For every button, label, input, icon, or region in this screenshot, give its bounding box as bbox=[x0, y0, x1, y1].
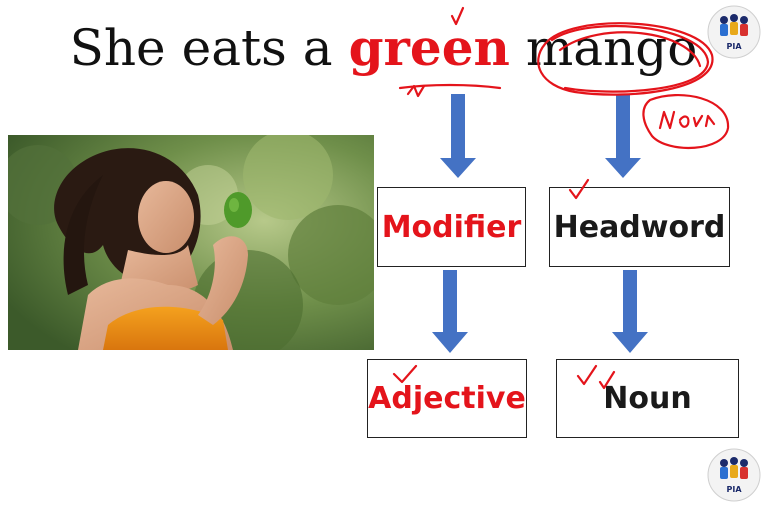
logo-text-top: PIA bbox=[726, 42, 742, 51]
arrow-headword-to-noun bbox=[612, 270, 648, 353]
noun-box: Noun bbox=[556, 359, 739, 438]
tick-noun bbox=[576, 364, 616, 390]
mango-circle-2 bbox=[550, 25, 710, 93]
scribble-under-green bbox=[398, 83, 502, 90]
mango-circle-1 bbox=[537, 22, 714, 96]
tick-over-green bbox=[450, 6, 465, 26]
mark-under-green bbox=[406, 84, 426, 98]
logo-text-bottom: PIA bbox=[726, 485, 742, 494]
arrow-modifier-to-adjective bbox=[432, 270, 468, 353]
noun-scribble-circle bbox=[642, 93, 730, 150]
tick-adjective bbox=[392, 364, 418, 384]
word-a: a bbox=[302, 19, 333, 77]
mango-circle-3 bbox=[558, 31, 702, 68]
headword-label: Headword bbox=[553, 209, 726, 245]
arrows bbox=[432, 94, 648, 353]
adjective-box: Adjective bbox=[367, 359, 527, 438]
word-she: She bbox=[69, 19, 166, 77]
headword-box: Headword bbox=[549, 187, 730, 267]
modifier-box: Modifier bbox=[377, 187, 526, 267]
modifier-label: Modifier bbox=[381, 209, 522, 245]
pia-logo-bottom: PIA bbox=[707, 448, 761, 502]
word-green: green bbox=[348, 18, 510, 77]
red-ink-marks bbox=[392, 6, 730, 390]
woman-with-mango-photo bbox=[8, 135, 374, 350]
noun-label: Noun bbox=[603, 381, 692, 416]
arrow-mango-to-headword bbox=[605, 94, 641, 178]
pia-logo-top: PIA bbox=[707, 5, 761, 59]
word-eats: eats bbox=[181, 19, 287, 77]
noun-scribble-text bbox=[658, 110, 716, 130]
adjective-label: Adjective bbox=[368, 381, 526, 416]
tick-headword bbox=[568, 178, 590, 200]
arrow-green-to-modifier bbox=[440, 94, 476, 178]
